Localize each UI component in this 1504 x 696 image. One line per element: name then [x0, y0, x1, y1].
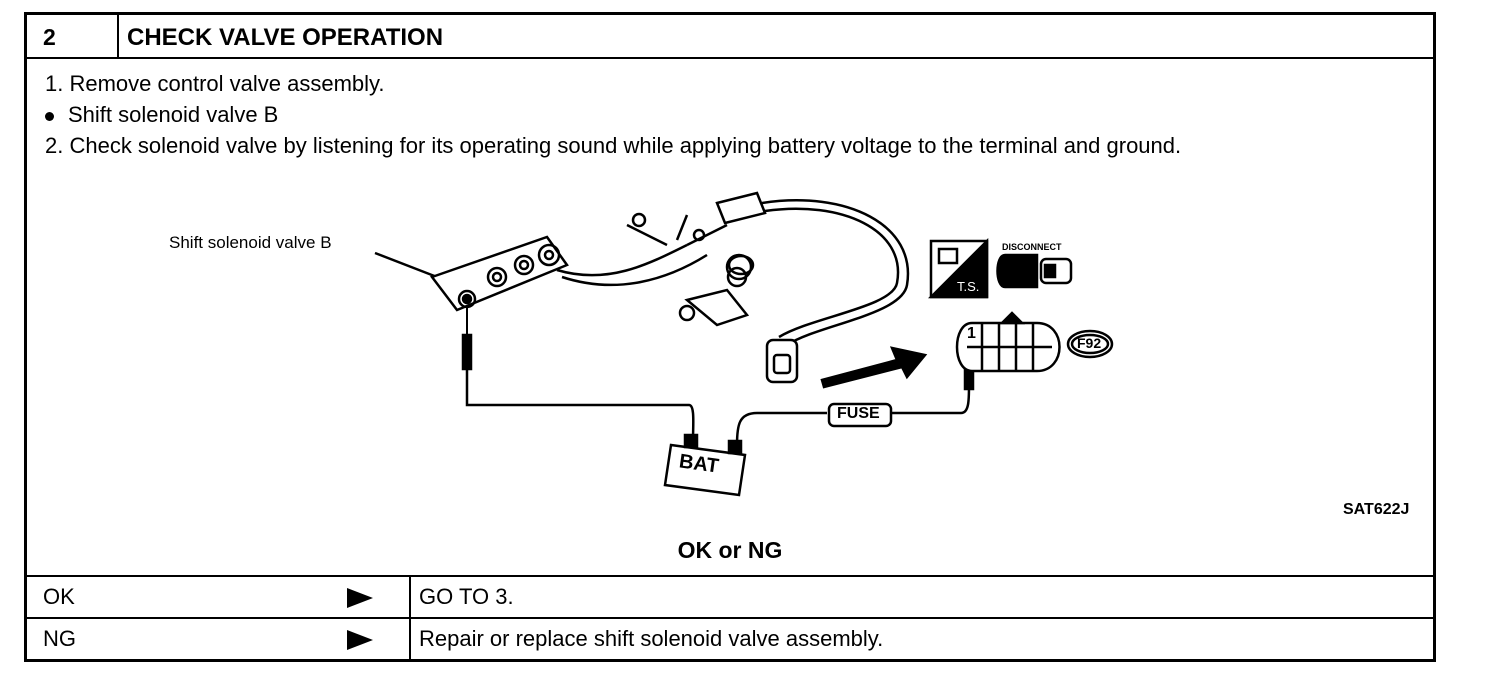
step-number: 2 — [27, 15, 119, 57]
play-arrow-icon — [347, 630, 373, 650]
result-row-ng: NG Repair or replace shift solenoid valv… — [27, 617, 1433, 659]
result-label-ng: NG — [43, 626, 76, 651]
bullet-dot-icon — [45, 111, 54, 121]
fuse-box — [827, 402, 893, 428]
play-arrow-icon — [347, 588, 373, 608]
connector-code-oval — [1066, 329, 1114, 359]
probe-left — [461, 333, 473, 371]
battery — [663, 443, 747, 497]
ground-wire — [465, 369, 695, 441]
result-label-ok: OK — [43, 584, 75, 609]
grommet — [715, 191, 767, 225]
step-title: CHECK VALVE OPERATION — [127, 24, 444, 51]
procedure-box: 2 CHECK VALVE OPERATION 1. Remove contro… — [24, 12, 1436, 662]
step-header: 2 CHECK VALVE OPERATION — [27, 15, 1433, 59]
connector-code-label: F92 — [1077, 335, 1102, 351]
instruction-bullet-text: Shift solenoid valve B — [68, 102, 279, 127]
callout-label: Shift solenoid valve B — [169, 233, 332, 252]
instruction-bullet: Shift solenoid valve B — [45, 102, 278, 128]
wiring-diagram — [374, 191, 1114, 497]
result-action-ng: Repair or replace shift solenoid valve a… — [419, 626, 884, 651]
fuse-label: FUSE — [837, 405, 880, 422]
terminal-number-label: 1 — [967, 325, 976, 342]
harness-connector — [765, 338, 799, 384]
ts-label: T.S. — [957, 279, 980, 294]
result-action-ok: GO TO 3. — [419, 584, 514, 609]
disconnect-icon — [996, 253, 1039, 289]
instruction-1: 1. Remove control valve assembly. — [45, 71, 385, 96]
decision-prompt: OK or NG — [677, 537, 783, 563]
positive-wire — [735, 411, 827, 446]
result-row-ok: OK GO TO 3. — [27, 575, 1433, 617]
instruction-2: 2. Check solenoid valve by listening for… — [45, 133, 1182, 158]
direction-arrow — [820, 346, 928, 389]
callout-leader — [374, 251, 438, 279]
harness-long-wire — [761, 199, 910, 347]
figure-reference: SAT622J — [1343, 501, 1410, 518]
harness-wire-1 — [556, 243, 688, 277]
disconnect-label: DISCONNECT — [1002, 242, 1062, 252]
